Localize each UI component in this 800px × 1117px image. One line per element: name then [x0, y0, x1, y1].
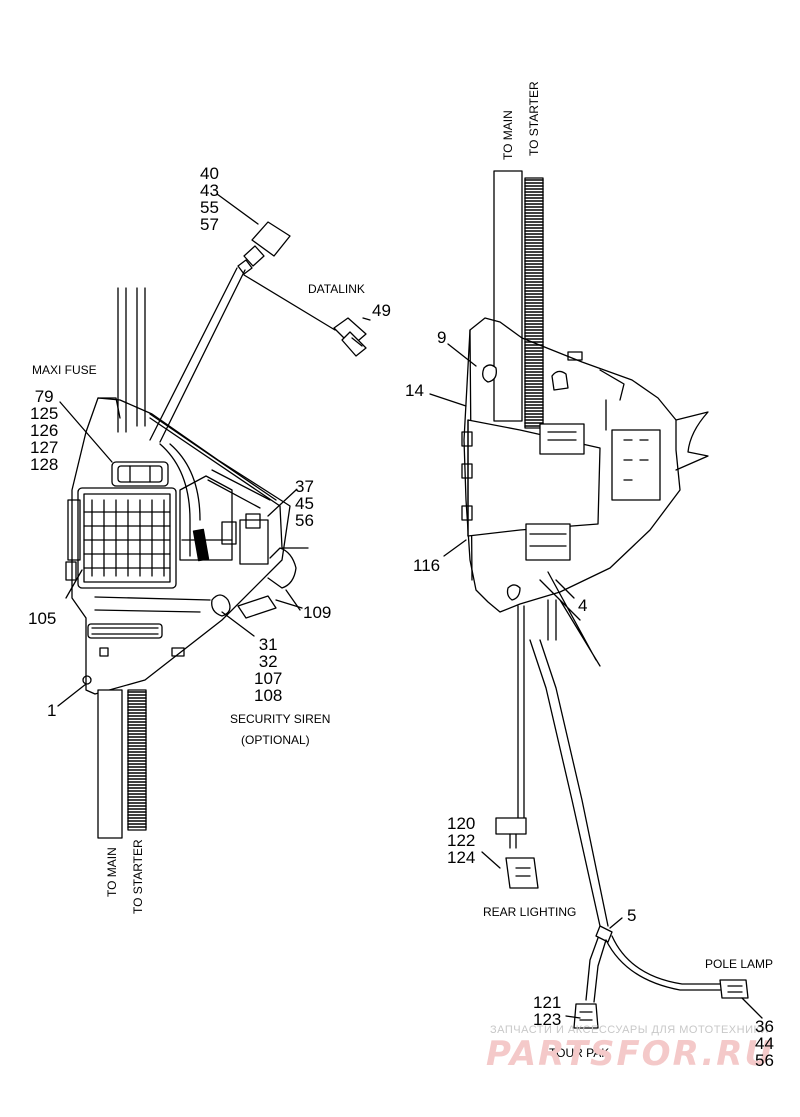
callout-125: 125	[30, 404, 59, 423]
callout-122: 122	[447, 831, 476, 850]
callout-31: 31	[258, 635, 278, 654]
pole-lamp-label: POLE LAMP	[705, 957, 774, 971]
callout-36: 36	[755, 1017, 774, 1036]
datalink-connector-49	[333, 317, 367, 357]
security-siren-label: SECURITY SIREN	[230, 712, 331, 726]
watermark-text: ЗАПЧАСТИ И АКСЕССУАРЫ ДЛЯ МОТОТЕХНИКИ	[490, 1024, 769, 1036]
callout-116: 116	[413, 556, 441, 575]
watermark-logo: PARTSFOR.RU	[486, 1034, 775, 1074]
callout-109: 109	[303, 603, 332, 622]
right-to-starter-label: TO STARTER	[527, 81, 541, 156]
callout-1: 1	[47, 701, 57, 720]
callout-37-45-56: 37 45 56	[295, 478, 314, 529]
callout-57: 57	[200, 215, 219, 234]
callout-79-128: 79 125 126 127 128	[30, 388, 58, 473]
callout-120-124: 120 122 124	[447, 815, 475, 866]
callout-14: 14	[405, 381, 424, 400]
callout-107: 107	[254, 669, 283, 688]
rear-lighting-label: REAR LIGHTING	[483, 905, 577, 919]
callout-40: 40	[200, 164, 219, 183]
right-corrugated-loom-top	[524, 177, 544, 429]
right-to-main-label: TO MAIN	[501, 110, 515, 160]
callout-5: 5	[627, 906, 637, 925]
callout-44: 44	[755, 1034, 774, 1053]
optional-label: (OPTIONAL)	[241, 733, 310, 747]
callout-127: 127	[30, 438, 59, 457]
connector-40	[237, 221, 291, 275]
callout-37: 37	[295, 477, 314, 496]
callout-9: 9	[437, 328, 447, 347]
relay-module	[179, 475, 269, 565]
left-to-starter-label: TO STARTER	[131, 839, 145, 914]
fuse-block	[65, 487, 177, 589]
left-to-main-label: TO MAIN	[105, 847, 119, 897]
callout-49: 49	[372, 301, 391, 320]
callout-36-44-56: 36 44 56	[755, 1018, 774, 1069]
pole-lamp-connector	[719, 979, 749, 999]
callout-56-left: 56	[295, 511, 314, 530]
callout-55: 55	[200, 198, 219, 217]
rear-lighting-connector	[495, 817, 539, 889]
callout-128: 128	[30, 455, 59, 474]
callout-120: 120	[447, 814, 476, 833]
callout-123: 123	[533, 1010, 562, 1029]
callout-105: 105	[28, 609, 57, 628]
datalink-label: DATALINK	[308, 282, 365, 296]
tour-pak-connector	[573, 1003, 599, 1029]
callout-4: 4	[578, 596, 588, 615]
maxi-fuse-label: MAXI FUSE	[32, 363, 97, 377]
callout-79: 79	[34, 387, 54, 406]
left-harness-assembly	[57, 193, 371, 839]
left-corrugated-loom	[127, 689, 147, 831]
callout-126: 126	[30, 421, 59, 440]
tour-pak-label: TOUR PAK	[549, 1046, 610, 1060]
maxi-fuse-holder	[111, 461, 169, 487]
callout-32: 32	[258, 652, 278, 671]
callout-40-43-55-57: 40 43 55 57	[200, 165, 219, 233]
callout-31-108: 31 32 107 108	[254, 636, 282, 704]
callout-43: 43	[200, 181, 219, 200]
callout-121-123: 121 123	[533, 994, 561, 1028]
callout-124: 124	[447, 848, 476, 867]
callout-121: 121	[533, 993, 562, 1012]
callout-45: 45	[295, 494, 314, 513]
callout-108: 108	[254, 686, 283, 705]
callout-56-right: 56	[755, 1051, 774, 1070]
right-harness-assembly	[429, 170, 763, 1029]
